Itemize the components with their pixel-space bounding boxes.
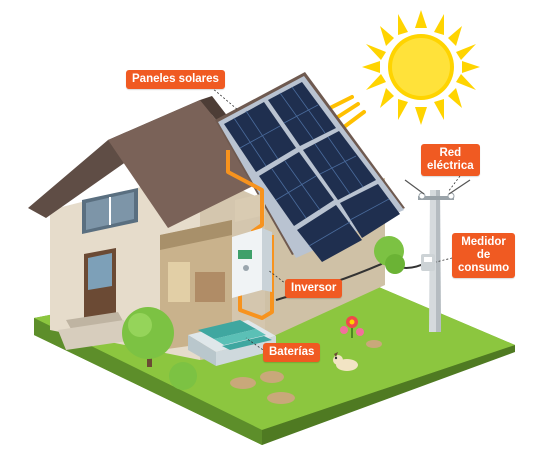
label-red-electrica-line1: Red xyxy=(439,147,462,159)
stepping-stones xyxy=(230,340,382,404)
label-red-electrica: Red eléctrica xyxy=(421,144,480,176)
label-inversor: Inversor xyxy=(285,279,343,298)
sun-icon xyxy=(362,10,480,125)
battery-icon xyxy=(188,320,276,366)
door-icon xyxy=(84,248,116,322)
label-medidor-line2: de xyxy=(476,249,491,261)
label-baterias: Baterías xyxy=(263,343,321,362)
bush-icon xyxy=(169,236,405,390)
label-paneles-solares-text: Paneles solares xyxy=(132,73,219,85)
label-inversor-text: Inversor xyxy=(291,282,337,294)
dog-icon xyxy=(333,352,358,371)
meter-icon xyxy=(421,254,435,271)
window-icon xyxy=(82,188,138,234)
tree-icon xyxy=(122,307,174,367)
label-paneles-solares: Paneles solares xyxy=(126,70,225,89)
label-red-electrica-line2: eléctrica xyxy=(427,160,474,172)
label-medidor-de-consumo: Medidor de consumo xyxy=(452,233,516,278)
inverter-icon xyxy=(232,228,272,298)
flower-icon xyxy=(340,316,364,338)
solar-panel-icon xyxy=(218,76,404,262)
label-baterias-text: Baterías xyxy=(269,346,315,358)
label-medidor-line3: consumo xyxy=(458,262,510,274)
label-medidor-line1: Medidor xyxy=(461,236,506,248)
